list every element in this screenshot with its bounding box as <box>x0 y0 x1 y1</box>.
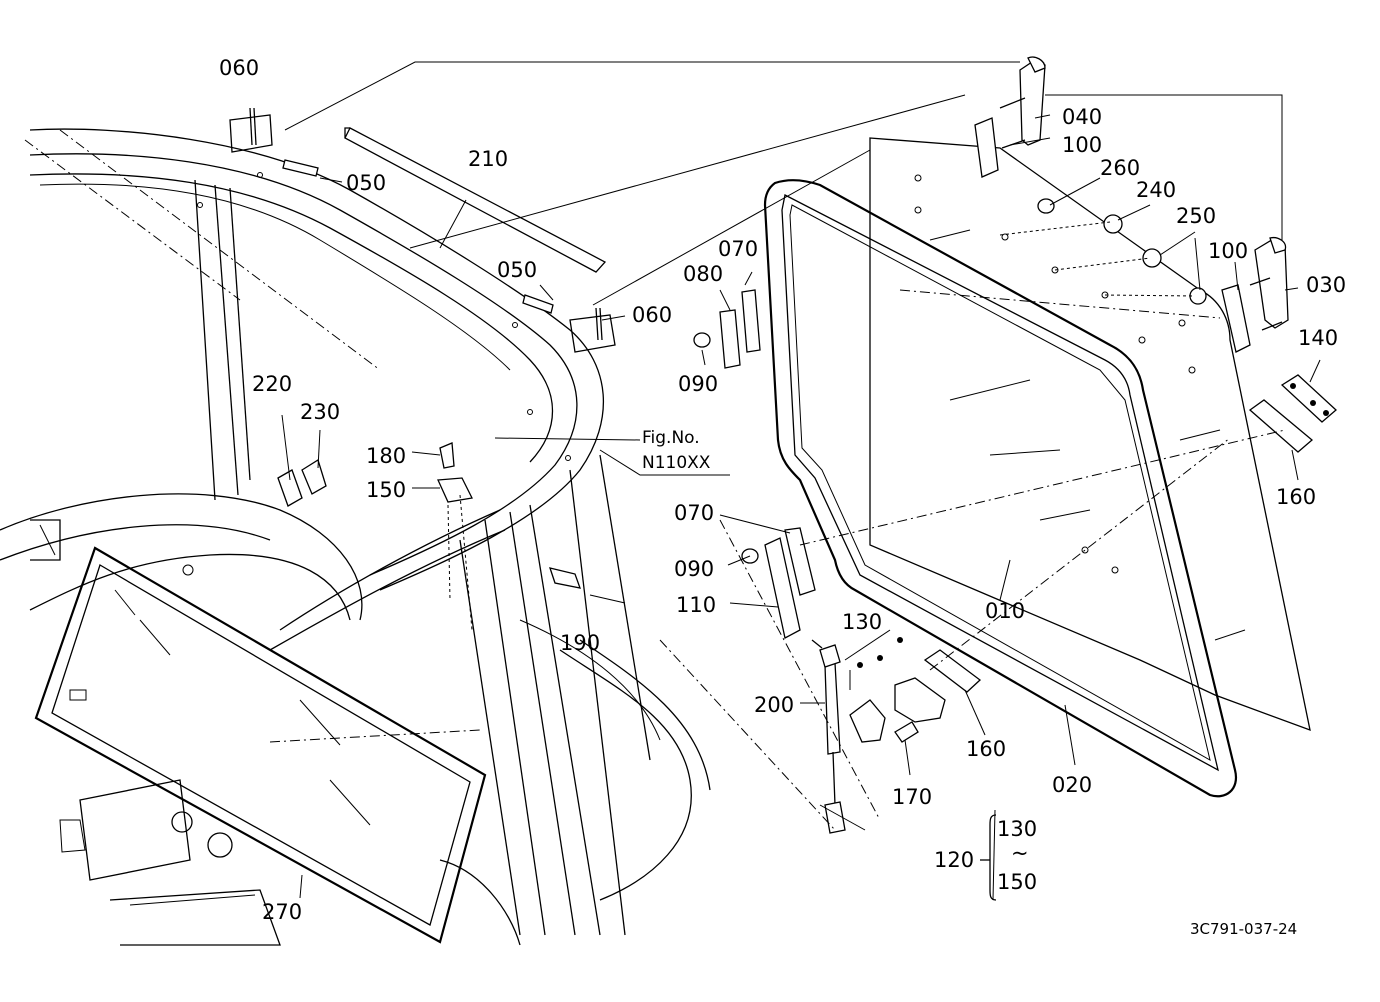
knob-220 <box>277 469 303 507</box>
block-150 <box>437 477 473 503</box>
callout-190: 190 <box>560 631 600 655</box>
callout-230: 230 <box>300 400 340 424</box>
drawing-code: 3C791-037-24 <box>1190 920 1297 938</box>
callout-170: 170 <box>892 785 932 809</box>
group-from: 130 <box>997 817 1037 841</box>
callout-070-lower: 070 <box>674 501 714 525</box>
fig-no-code: N110XX <box>642 453 711 473</box>
callout-220: 220 <box>252 372 292 396</box>
callout-labels: 010 020 030 040 050 050 060 060 070 070 … <box>219 56 1346 924</box>
callout-090-top: 090 <box>678 372 718 396</box>
callout-080: 080 <box>683 262 723 286</box>
callout-160-lower: 160 <box>966 737 1006 761</box>
hinge-040 <box>974 56 1046 178</box>
callout-090-lower: 090 <box>674 557 714 581</box>
leader-lines <box>24 61 1321 901</box>
hinge-030 <box>1221 236 1289 353</box>
callout-060-top: 060 <box>219 56 259 80</box>
callout-270: 270 <box>262 900 302 924</box>
callout-200: 200 <box>754 693 794 717</box>
callout-100-top: 100 <box>1062 133 1102 157</box>
bushing-240 <box>1103 214 1123 234</box>
screw-170 <box>894 721 919 743</box>
plate-160-right <box>1248 399 1314 453</box>
callout-010: 010 <box>985 599 1025 623</box>
callout-030: 030 <box>1306 273 1346 297</box>
door-frame-020 <box>763 179 1238 798</box>
callout-130: 130 <box>842 610 882 634</box>
callout-040: 040 <box>1062 105 1102 129</box>
figure-reference: Fig.No. N110XX <box>642 428 711 473</box>
group-range-symbol: ~ <box>1011 841 1029 865</box>
callout-050-top: 050 <box>346 171 386 195</box>
cab-frame <box>0 114 711 946</box>
plate-080 <box>719 309 741 369</box>
clip-060-mid <box>595 307 603 341</box>
callout-020: 020 <box>1052 773 1092 797</box>
clip-060-top <box>249 107 257 146</box>
callout-240: 240 <box>1136 178 1176 202</box>
callout-100-right: 100 <box>1208 239 1248 263</box>
callout-110: 110 <box>676 593 716 617</box>
callout-210: 210 <box>468 147 508 171</box>
bolt-180 <box>439 442 455 469</box>
group-to: 150 <box>997 870 1037 894</box>
callout-250: 250 <box>1176 204 1216 228</box>
callout-160-right: 160 <box>1276 485 1316 509</box>
pin-050-top <box>282 159 319 177</box>
callout-150: 150 <box>366 478 406 502</box>
bushing-250a <box>1142 248 1162 268</box>
callout-070-top: 070 <box>718 237 758 261</box>
gas-strut-200 <box>811 639 846 834</box>
plate-070-top <box>741 289 761 353</box>
group-bracket-120: 120 130 ~ 150 <box>934 814 1037 901</box>
callout-060-mid: 060 <box>632 303 672 327</box>
nut-090-top <box>693 332 711 348</box>
latch-130 <box>849 637 946 743</box>
callout-140: 140 <box>1298 326 1338 350</box>
fig-no-label: Fig.No. <box>642 428 700 448</box>
bracket-190 <box>549 567 581 589</box>
bracket-110 <box>764 527 816 639</box>
rear-glass-270 <box>34 546 487 944</box>
nut-250b <box>1189 287 1207 305</box>
plate-140 <box>1280 374 1337 423</box>
group-parent: 120 <box>934 848 974 872</box>
nut-260 <box>1037 198 1055 214</box>
callout-180: 180 <box>366 444 406 468</box>
callout-050-mid: 050 <box>497 258 537 282</box>
door-glass-010 <box>869 137 1311 732</box>
plate-160-lower <box>923 649 982 693</box>
callout-260: 260 <box>1100 156 1140 180</box>
cap-230 <box>301 459 327 495</box>
pin-050-mid <box>522 294 554 314</box>
